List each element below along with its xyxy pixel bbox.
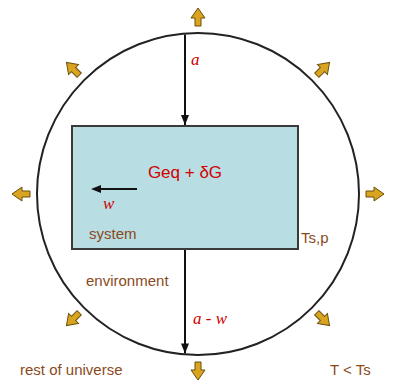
text-holder: rest of universe	[20, 361, 123, 378]
heat-arrow	[12, 187, 30, 201]
free-energy-label: Geq + δG	[73, 163, 297, 183]
heat-arrow	[312, 58, 335, 81]
heat-arrow	[366, 187, 384, 201]
heat-arrow	[62, 58, 85, 81]
output-arrow	[184, 250, 186, 353]
state-label: Ts,p	[301, 229, 329, 246]
heat-arrow	[62, 308, 85, 331]
flow-label: a - w	[193, 309, 227, 329]
environment-circle: environment Geq + δG system Ts,p w	[36, 32, 360, 356]
temperature-label: T < Ts	[330, 361, 371, 378]
region-label: rest of universe	[20, 361, 123, 378]
heat-arrow	[191, 362, 205, 380]
work-label: w	[103, 194, 114, 214]
text-holder: environment	[86, 272, 169, 289]
text-holder: T < Ts	[330, 361, 371, 378]
system-label: system	[89, 225, 137, 242]
text-holder: a	[191, 50, 200, 70]
system-box: Geq + δGsystemTs,pw	[71, 125, 299, 250]
text-holder: Ts,p	[301, 229, 329, 246]
flow-label: a	[191, 50, 200, 70]
text-holder: Geq + δG	[73, 163, 297, 183]
heat-arrow	[191, 8, 205, 26]
text-holder: w	[103, 194, 114, 214]
text-holder: a - w	[193, 309, 227, 329]
text-holder: system	[89, 225, 137, 242]
input-arrow	[184, 35, 186, 125]
heat-arrow	[312, 308, 335, 331]
region-label: environment	[86, 272, 169, 289]
